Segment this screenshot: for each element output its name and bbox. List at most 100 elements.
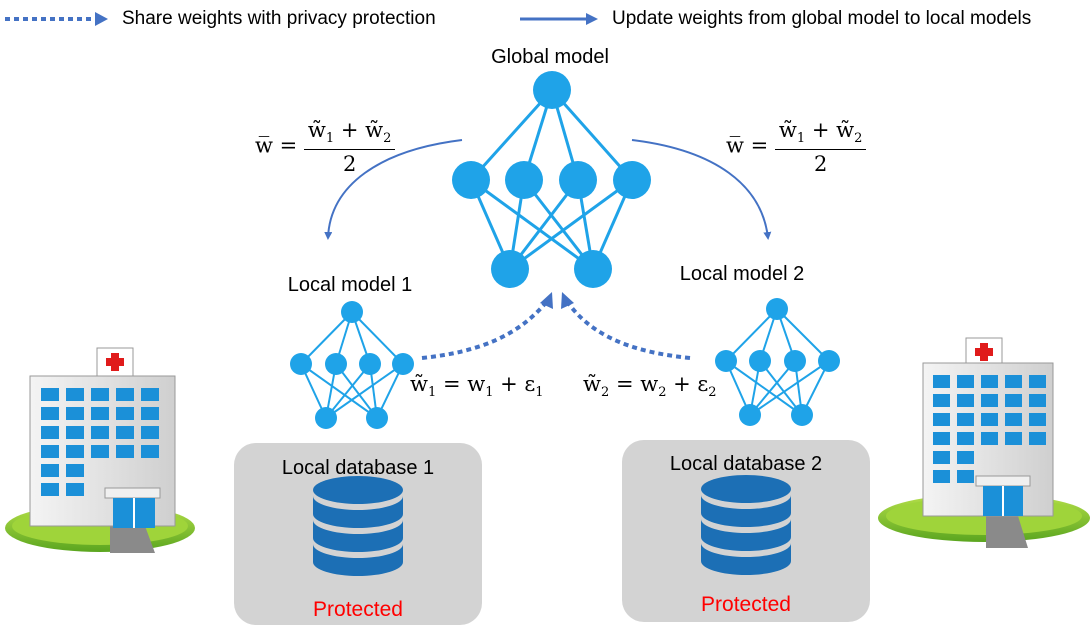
network-edge — [776, 308, 830, 362]
hospital-icon — [5, 347, 195, 553]
network-edge — [300, 363, 378, 419]
window — [981, 432, 998, 445]
share-arrow-right-head — [561, 292, 574, 309]
window — [933, 413, 950, 426]
window — [66, 407, 84, 420]
window — [957, 470, 974, 483]
window — [141, 388, 159, 401]
window — [981, 375, 998, 388]
window — [141, 407, 159, 420]
window — [116, 407, 134, 420]
update-arrow-right — [631, 139, 772, 240]
database-icon — [313, 476, 403, 576]
network-node — [325, 353, 347, 375]
network-node — [533, 71, 571, 109]
window — [957, 432, 974, 445]
window — [91, 426, 109, 439]
window — [933, 432, 950, 445]
network-edge — [351, 311, 404, 365]
window — [66, 464, 84, 477]
network-node — [715, 350, 737, 372]
legend-dotted-label: Share weights with privacy protection — [122, 8, 436, 29]
window — [141, 426, 159, 439]
database-1-label: Local database 1 — [281, 457, 435, 479]
window — [41, 464, 59, 477]
database-icon — [701, 475, 791, 575]
network-edge — [550, 89, 634, 181]
network-node — [613, 161, 651, 199]
global-model-network — [452, 71, 651, 288]
window — [1005, 432, 1022, 445]
window — [981, 394, 998, 407]
window — [141, 445, 159, 458]
noise-formula-1: w̃1 = w1 + ε1 — [410, 372, 544, 401]
network-node — [739, 404, 761, 426]
window — [957, 375, 974, 388]
global-model-label: Global model — [491, 46, 609, 68]
network-edge — [325, 363, 404, 419]
local-model-2-label: Local model 2 — [679, 263, 805, 285]
network-node — [491, 250, 529, 288]
window — [66, 483, 84, 496]
window — [116, 388, 134, 401]
local-model-1-label: Local model 1 — [287, 274, 413, 296]
network-node — [366, 407, 388, 429]
network-edge — [325, 363, 371, 419]
window — [91, 407, 109, 420]
window — [116, 445, 134, 458]
network-edge — [749, 360, 830, 416]
network-node — [574, 250, 612, 288]
window — [91, 388, 109, 401]
window — [1029, 413, 1046, 426]
window — [66, 426, 84, 439]
window — [957, 451, 974, 464]
window — [957, 413, 974, 426]
window — [933, 451, 950, 464]
window — [1029, 432, 1046, 445]
legend-solid-label: Update weights from global model to loca… — [612, 8, 1032, 29]
window — [66, 445, 84, 458]
network-edge — [335, 363, 378, 419]
network-edge — [300, 311, 353, 365]
window — [41, 445, 59, 458]
legend-dotted-arrow — [5, 12, 108, 26]
share-arrow-left — [421, 298, 550, 360]
window — [957, 394, 974, 407]
red-cross-icon — [106, 353, 124, 371]
network-node — [392, 353, 414, 375]
red-cross-icon — [975, 343, 993, 361]
window — [91, 445, 109, 458]
window — [1005, 394, 1022, 407]
network-node — [818, 350, 840, 372]
network-node — [766, 298, 788, 320]
network-edge — [470, 178, 594, 271]
local-model-1-network — [290, 301, 414, 429]
legend-solid-arrow — [520, 13, 598, 25]
network-node — [315, 407, 337, 429]
network-node — [749, 350, 771, 372]
window — [981, 413, 998, 426]
noise-formula-2: w̃2 = w2 + ε2 — [583, 372, 717, 401]
window — [41, 388, 59, 401]
window — [1029, 375, 1046, 388]
network-edge — [725, 308, 778, 362]
share-arrow-left-head — [540, 292, 553, 309]
share-arrow-right — [564, 298, 691, 360]
window — [41, 483, 59, 496]
network-edge — [749, 360, 796, 416]
network-edge — [759, 360, 803, 416]
network-edge — [509, 178, 633, 271]
database-2-label: Local database 2 — [669, 453, 823, 475]
network-node — [784, 350, 806, 372]
network-node — [505, 161, 543, 199]
database-1-status: Protected — [313, 598, 403, 621]
network-node — [452, 161, 490, 199]
network-node — [559, 161, 597, 199]
window — [1005, 375, 1022, 388]
database-box-2 — [622, 440, 870, 622]
database-2-status: Protected — [701, 593, 791, 616]
window — [1029, 394, 1046, 407]
